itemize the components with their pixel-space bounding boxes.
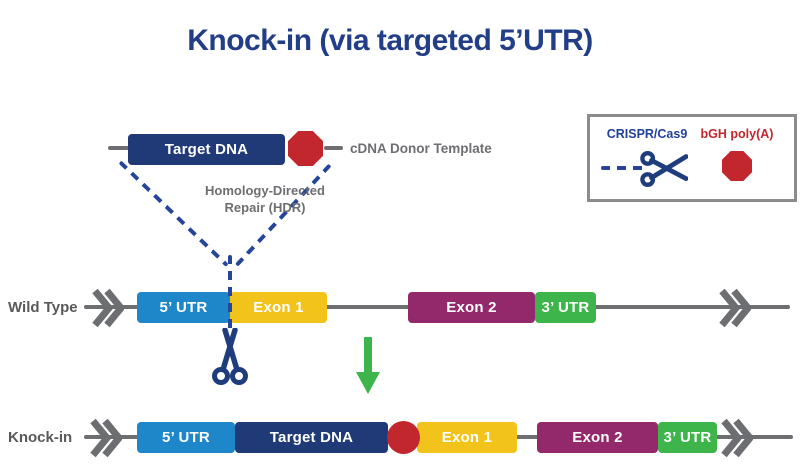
ki-polya-stop	[387, 421, 420, 454]
legend-crispr-label: CRISPR/Cas9	[606, 127, 688, 141]
legend-polya-label: bGH poly(A)	[700, 127, 774, 141]
ki-exon2-box: Exon 2	[537, 422, 658, 453]
chevron-double-icon	[719, 288, 751, 328]
ki-utr3-box: 3’ UTR	[658, 422, 717, 453]
wt-utr5-box: 5’ UTR	[137, 292, 230, 323]
chevron-double-icon	[92, 288, 124, 328]
donor-target-dna-box: Target DNA	[128, 134, 285, 165]
cut-site-dashed-line	[228, 255, 232, 332]
hdr-caption: Homology-Directed Repair (HDR)	[165, 182, 365, 216]
donor-left-stub	[108, 146, 129, 150]
hdr-caption-line2: Repair (HDR)	[224, 200, 306, 215]
page-title: Knock-in (via targeted 5’UTR)	[187, 24, 593, 57]
ki-target-dna-box: Target DNA	[235, 422, 388, 453]
donor-caption: cDNA Donor Template	[350, 141, 492, 156]
ki-exon1-box: Exon 1	[417, 422, 517, 453]
donor-right-stub	[324, 146, 343, 150]
knock-in-label: Knock-in	[8, 429, 73, 446]
scissors-icon	[640, 151, 688, 187]
scissors-cut-icon	[212, 328, 248, 385]
polya-stop-icon	[722, 151, 752, 181]
hdr-caption-line1: Homology-Directed	[205, 183, 325, 198]
ki-utr5-box: 5’ UTR	[137, 422, 235, 453]
legend-cut-dashes	[601, 166, 643, 170]
wt-utr3-box: 3’ UTR	[535, 292, 596, 323]
wt-exon2-box: Exon 2	[408, 292, 535, 323]
chevron-double-icon	[721, 418, 753, 458]
chevron-double-icon	[90, 418, 122, 458]
legend-box	[587, 114, 797, 202]
wild-type-label: Wild Type	[8, 299, 78, 316]
down-arrow-icon	[356, 337, 380, 394]
wt-exon1-box: Exon 1	[230, 292, 327, 323]
donor-polya-octagon	[288, 131, 323, 166]
